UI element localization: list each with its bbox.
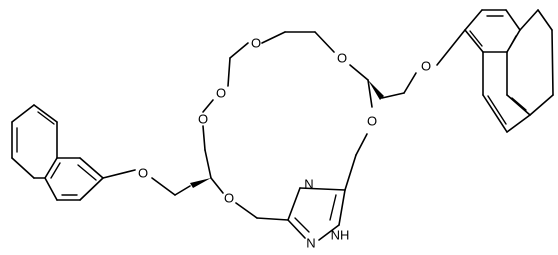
atom-o-ring-6: O [224,191,234,206]
atom-o-ring-3: O [216,86,226,101]
triazole-ring [287,187,346,241]
stereo-wedge-right [368,80,384,100]
right-naphthalene-ring [464,9,554,133]
atom-labels: O O O O O O O O N N NH [138,36,431,251]
atom-o-ring-1: O [251,36,261,51]
atom-o-ether-right: O [421,59,431,74]
atom-o-ring-5: O [198,112,208,127]
atom-o-ring-4: O [367,114,377,129]
atom-n-triazole-1: N [304,177,313,192]
atom-o-ring-2: O [337,51,347,66]
atom-o-ether-left: O [138,166,148,181]
left-naphthalene-ring [11,104,104,201]
left-naphthyloxymethyl-group [102,169,211,196]
crown-ether-macrocycle [202,31,373,221]
stereo-wedge-left [190,178,211,188]
right-naphthyloxymethyl-group [368,29,466,100]
atom-nh-triazole: NH [331,228,350,243]
atom-n-triazole-2: N [306,236,315,251]
